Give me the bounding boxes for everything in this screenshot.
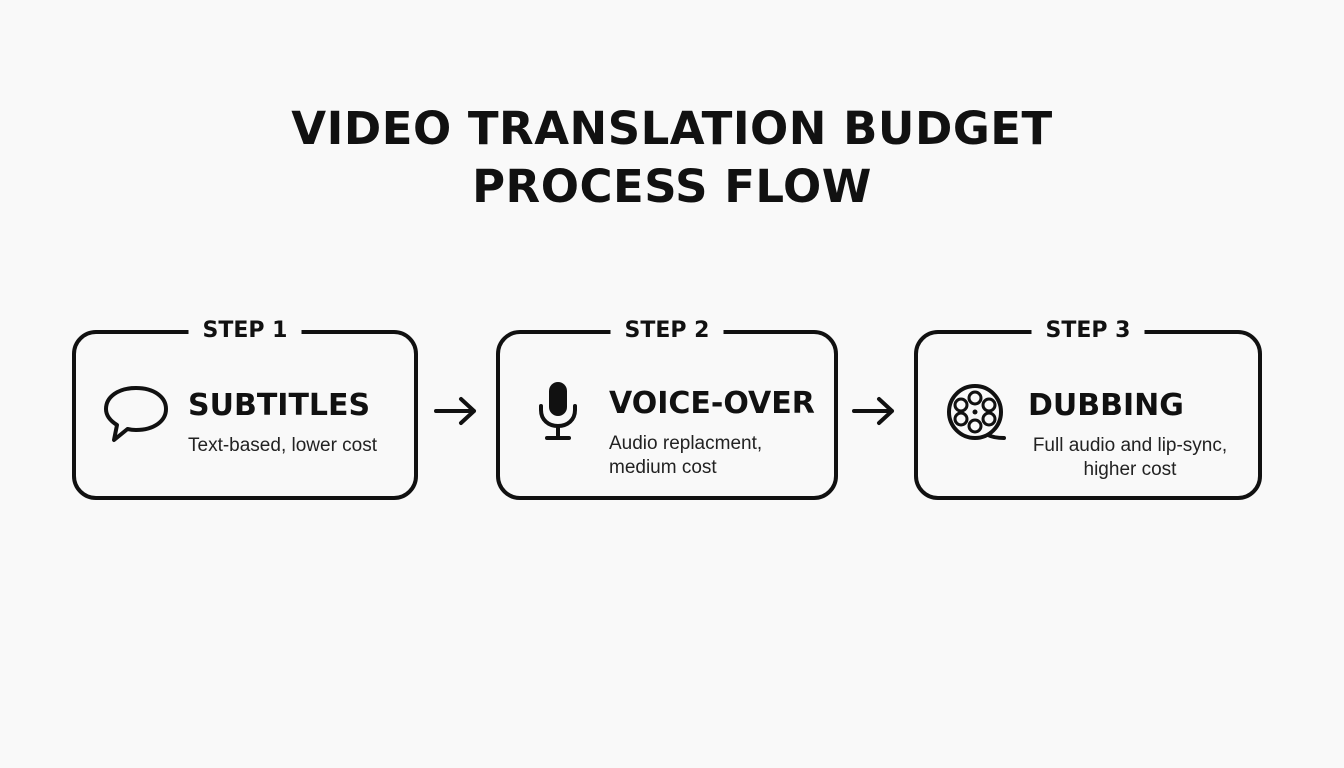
title-line-1: VIDEO TRANSLATION BUDGET	[291, 102, 1053, 155]
step-description-line-2: medium cost	[609, 457, 717, 478]
title-line-2: PROCESS FLOW	[472, 160, 872, 213]
speech-bubble-icon	[100, 378, 172, 450]
step-heading: VOICE-OVER	[609, 386, 815, 421]
arrow-right-icon	[850, 395, 898, 427]
step-label: STEP 3	[1031, 316, 1145, 346]
step-heading: DUBBING	[1028, 388, 1184, 423]
arrow-right-icon	[432, 395, 480, 427]
step-label: STEP 2	[610, 316, 724, 346]
step-description-line-2: higher cost	[1083, 459, 1177, 480]
page-title: VIDEO TRANSLATION BUDGET PROCESS FLOW	[0, 100, 1344, 216]
step-description-line-1: Full audio and lip-sync,	[1032, 435, 1228, 456]
step-card-subtitles: STEP 1 SUBTITLES Text-based, lower cost	[72, 316, 418, 500]
step-card-voice-over: STEP 2 VOICE-OVER Audio replacment, medi…	[496, 316, 838, 500]
step-label: STEP 1	[188, 316, 302, 346]
step-description: Text-based, lower cost	[188, 435, 378, 456]
step-description-line-1: Audio replacment,	[609, 433, 763, 454]
step-heading: SUBTITLES	[188, 388, 371, 423]
step-card-dubbing: STEP 3 DUBBING Full audio and lip-sync, …	[914, 316, 1262, 500]
microphone-icon	[522, 378, 594, 450]
film-reel-icon	[942, 378, 1014, 450]
